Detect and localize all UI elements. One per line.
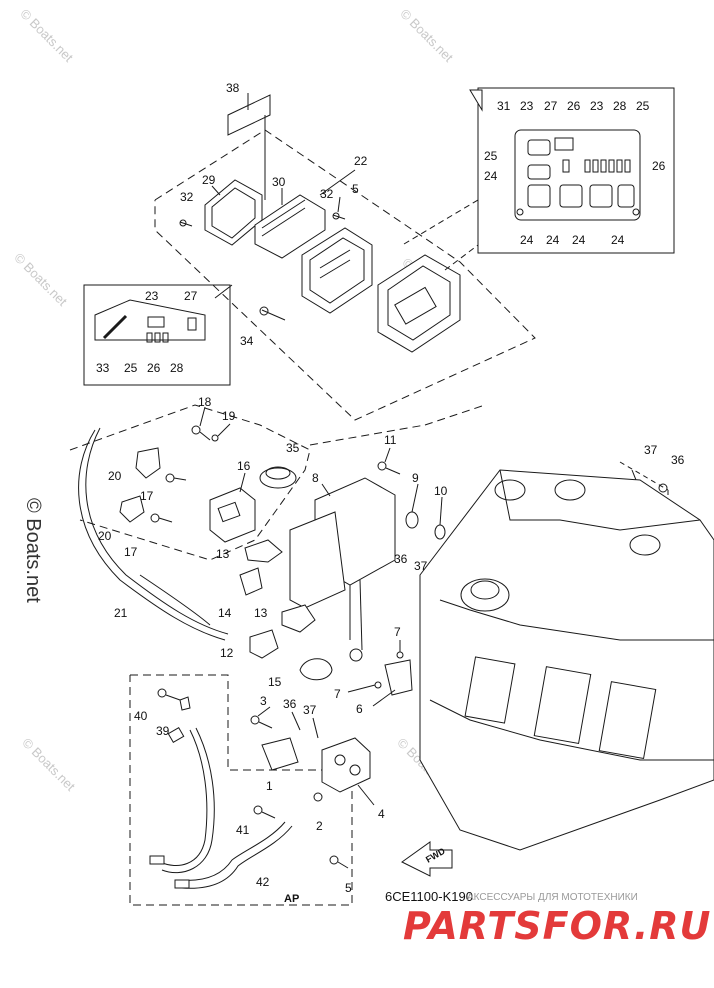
callout-29: 29 [202, 173, 216, 187]
callout-32-a: 32 [180, 190, 194, 204]
callout-13-b: 13 [254, 606, 268, 620]
partsfor-logo: PARTSFOR.RU [403, 904, 712, 948]
callout-24-d: 24 [572, 233, 586, 247]
callout-12: 12 [220, 646, 234, 660]
part-22-ecu [301, 227, 373, 314]
callout-26-inset: 26 [147, 361, 161, 375]
callout-1: 1 [266, 779, 273, 793]
inset-connector-box [83, 284, 231, 386]
part-41-5-bolts [253, 805, 349, 869]
callout-14: 14 [218, 606, 232, 620]
part-13-14-12-clamps [239, 539, 316, 659]
inset-relay-box [403, 87, 675, 271]
callout-18: 18 [198, 395, 212, 409]
leader-lines-lower [199, 406, 443, 806]
callout-5: 5 [345, 881, 352, 895]
callout-26-relay-b: 26 [652, 159, 666, 173]
callout-24-b: 24 [520, 233, 534, 247]
callout-23-relay-b: 23 [590, 99, 604, 113]
callout-24-e: 24 [611, 233, 625, 247]
part-21-wire-harness [78, 427, 229, 641]
part-6-7 [374, 651, 413, 696]
callout-27-inset: 27 [184, 289, 198, 303]
callout-labels: 38 22 29 30 32 32 5 23 27 33 25 26 28 34… [96, 81, 685, 895]
callout-36-lower: 36 [283, 697, 297, 711]
callout-3: 3 [260, 694, 267, 708]
callout-22: 22 [354, 154, 368, 168]
callout-28-inset: 28 [170, 361, 184, 375]
callout-13-a: 13 [216, 547, 230, 561]
fwd-arrow [401, 841, 453, 877]
callout-19: 19 [222, 409, 236, 423]
callout-25-relay-b: 25 [484, 149, 498, 163]
callout-10: 10 [434, 484, 448, 498]
callout-38: 38 [226, 81, 240, 95]
leader-lines-top [211, 93, 356, 299]
part-8-bracket [289, 477, 396, 662]
part-15-clamp [299, 658, 333, 681]
callout-17-b: 17 [124, 545, 138, 559]
part-16-relay [209, 487, 256, 543]
callout-9: 9 [412, 471, 419, 485]
part-20-terminals [119, 447, 161, 523]
site-tagline: АКСЕССУАРЫ ДЛЯ МОТОТЕХНИКИ [467, 892, 638, 903]
callout-24-c: 24 [546, 233, 560, 247]
callout-42: 42 [256, 875, 270, 889]
callout-15: 15 [268, 675, 282, 689]
part-35-grommet [259, 466, 297, 489]
harness-boundary [69, 404, 486, 561]
engine-block [419, 469, 714, 851]
callout-11: 11 [384, 433, 397, 447]
callout-17-a: 17 [140, 489, 154, 503]
callout-23-inset: 23 [145, 289, 159, 303]
callout-37-right: 37 [644, 443, 658, 457]
callout-35: 35 [286, 441, 300, 455]
callout-16: 16 [237, 459, 251, 473]
callout-23-relay-a: 23 [520, 99, 534, 113]
callout-33: 33 [96, 361, 110, 375]
callout-26-relay-a: 26 [567, 99, 581, 113]
callout-37-mid: 37 [414, 559, 428, 573]
callout-30: 30 [272, 175, 286, 189]
part-29-cover [204, 179, 263, 246]
part-42-battery-cable [149, 726, 293, 889]
callout-36-mid: 36 [394, 552, 408, 566]
part-40-39 [157, 688, 191, 711]
callout-39: 39 [156, 724, 170, 738]
callout-21: 21 [114, 606, 128, 620]
callout-24-a: 24 [484, 169, 498, 183]
part-17-18-bolts [150, 425, 219, 523]
callout-7-b: 7 [334, 687, 341, 701]
callout-32-b: 32 [320, 187, 334, 201]
callout-7-a: 7 [394, 625, 401, 639]
callout-37-lower: 37 [303, 703, 317, 717]
callout-25-inset: 25 [124, 361, 138, 375]
callout-27-relay: 27 [544, 99, 558, 113]
callout-40: 40 [134, 709, 148, 723]
part-38-label [227, 94, 271, 136]
part-4-unit [321, 737, 371, 793]
ap-tag: AP [284, 893, 299, 905]
part-34-screw [259, 306, 286, 321]
callout-25-relay-a: 25 [636, 99, 650, 113]
callout-6: 6 [356, 702, 363, 716]
part-3-1-2 [250, 715, 323, 802]
callout-36-right: 36 [671, 453, 685, 467]
callout-20-b: 20 [98, 529, 112, 543]
callout-5-top: 5 [352, 182, 359, 196]
callout-41: 41 [236, 823, 250, 837]
drawing-code: 6CE1100-K190 [385, 889, 473, 904]
callout-4: 4 [378, 807, 385, 821]
part-30-bracket [254, 194, 326, 259]
callout-20-a: 20 [108, 469, 122, 483]
callout-28-relay: 28 [613, 99, 627, 113]
callout-8: 8 [312, 471, 319, 485]
part-ecu-housing [377, 254, 461, 353]
callout-34: 34 [240, 334, 254, 348]
callout-2: 2 [316, 819, 323, 833]
part-32-screws [179, 212, 346, 227]
callout-31: 31 [497, 99, 511, 113]
